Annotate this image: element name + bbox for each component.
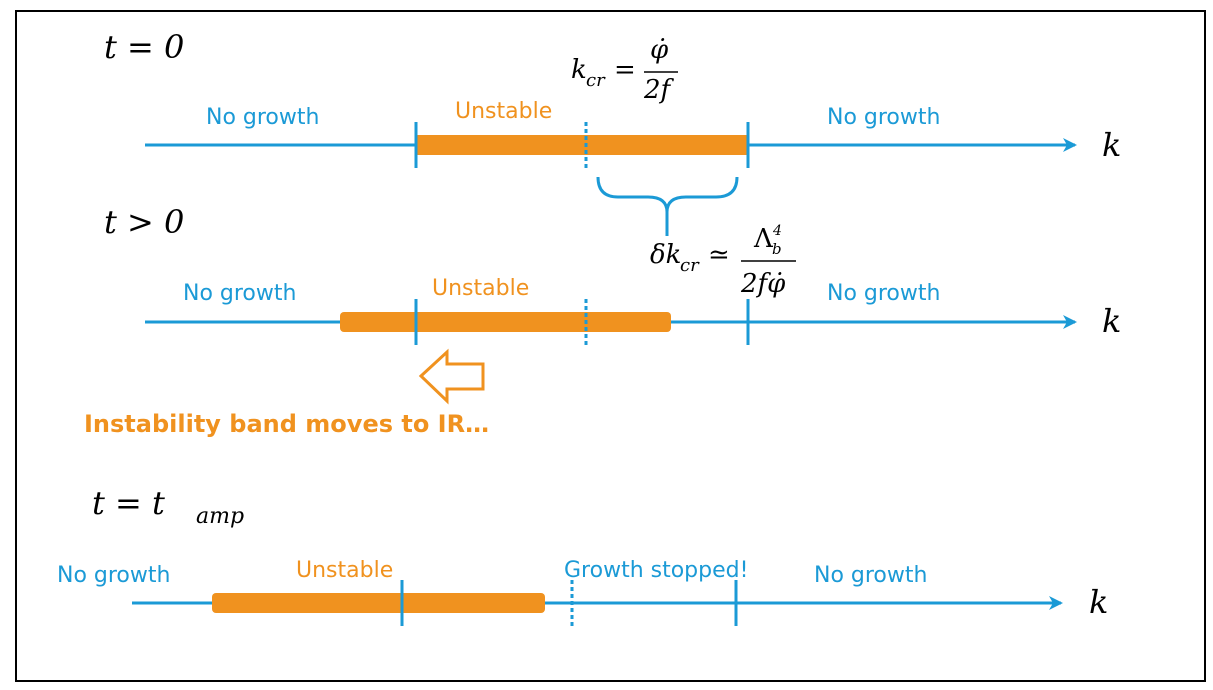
panel3-left-no-growth: No growth xyxy=(57,563,170,588)
panel2-delta-lhs: δk xyxy=(650,240,681,270)
panel1-formula-num: φ̇ xyxy=(650,35,669,65)
panel2-delta-den: 2fφ̇ xyxy=(740,269,786,299)
panel1-left-no-growth: No growth xyxy=(206,105,319,130)
panel3-axis-k-label: k xyxy=(1089,583,1108,621)
panel1-kcr-formula: k cr = φ̇ 2f xyxy=(571,35,678,105)
panel3-time-sub: amp xyxy=(196,504,244,529)
panel2-right-no-growth: No growth xyxy=(827,281,940,306)
panel2-delta-num: Λ xyxy=(753,224,774,254)
panel3-unstable-band xyxy=(212,593,545,613)
panel2-delta-num-sub: b xyxy=(772,240,782,258)
panel2-unstable-label: Unstable xyxy=(432,276,529,301)
panel1-axis-k-label: k xyxy=(1102,126,1121,164)
panel2-time-label: t > 0 xyxy=(104,203,184,241)
band-moves-caption: Instability band moves to IR… xyxy=(84,410,489,438)
panel2-delta-kcr-formula: δk cr ≃ Λ b 4 2fφ̇ xyxy=(650,223,796,299)
diagram-frame xyxy=(15,10,1206,682)
panel1-formula-lhs: k xyxy=(571,55,587,85)
panel2-axis-k-label: k xyxy=(1102,302,1121,340)
left-arrow-icon xyxy=(418,348,485,405)
panel1-formula-lhs-sub: cr xyxy=(586,70,606,91)
panel2-delta-lhs-sub: cr xyxy=(680,255,700,276)
panel1-formula-den: 2f xyxy=(643,75,675,105)
panel1-unstable-band xyxy=(416,135,748,155)
panel2-left-no-growth: No growth xyxy=(183,281,296,306)
panel3-unstable-label: Unstable xyxy=(296,558,393,583)
panel2-delta-eq: ≃ xyxy=(708,240,730,270)
panel1-time-label: t = 0 xyxy=(104,28,184,66)
panel3-time-label: t = t xyxy=(92,484,165,522)
panel1-right-no-growth: No growth xyxy=(827,105,940,130)
panel1-formula-eq: = xyxy=(614,55,636,85)
panel1-unstable-label: Unstable xyxy=(455,99,552,124)
panel2-delta-num-sup: 4 xyxy=(772,223,782,239)
panel3-growth-stopped-label: Growth stopped! xyxy=(564,558,748,583)
panel2-unstable-band xyxy=(340,312,671,332)
panel3-right-no-growth: No growth xyxy=(814,563,927,588)
